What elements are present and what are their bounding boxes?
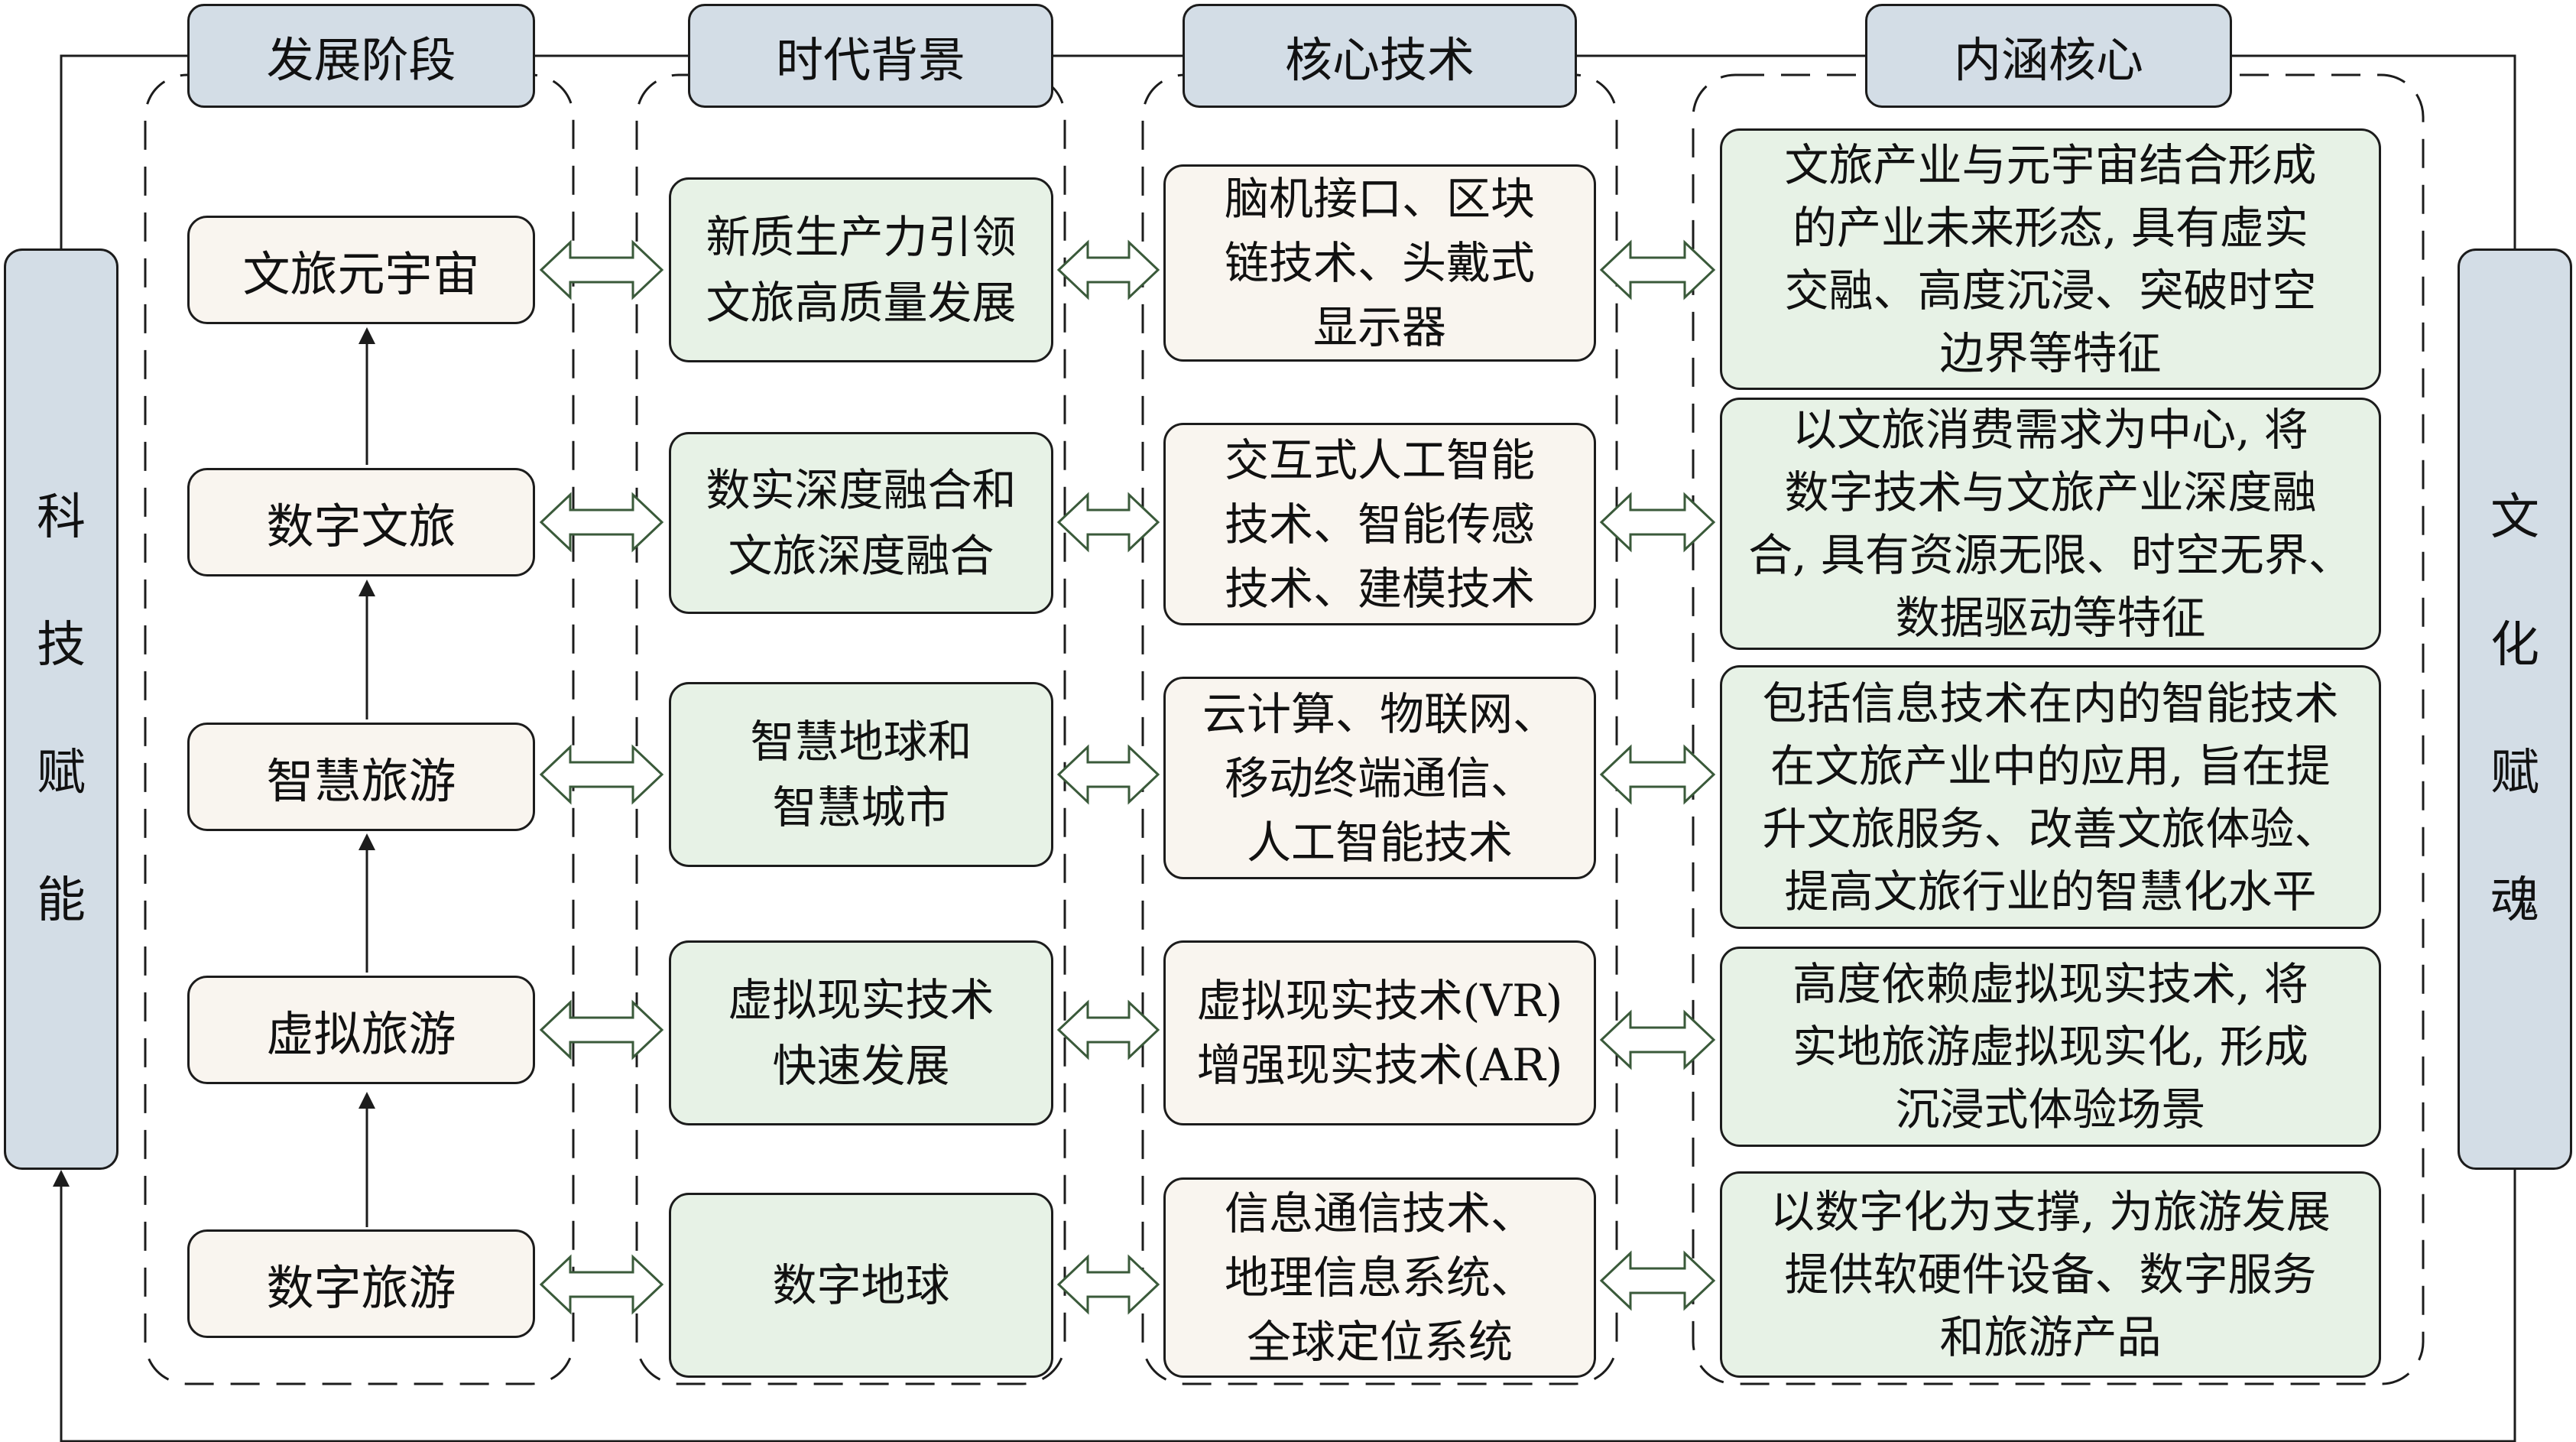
- stage-text-1: 文旅元宇宙: [242, 246, 480, 302]
- tech-text-2: 交互式人工智能 技术、智能传感 技术、建模技术: [1224, 434, 1535, 615]
- header-tech: 核心技术: [1183, 4, 1577, 108]
- core-text-1: 文旅产业与元宇宙结合形成 的产业未来形态, 具有虚实 交融、高度沉浸、突破时空 …: [1784, 139, 2317, 379]
- tech-text-3: 云计算、物联网、 移动终端通信、 人工智能技术: [1202, 687, 1557, 869]
- right-char-2: 化: [2490, 616, 2539, 674]
- stage-box-4: 虚拟旅游: [187, 976, 535, 1084]
- left-side-label: 科 技 赋 能: [4, 248, 118, 1170]
- header-stage: 发展阶段: [187, 4, 535, 108]
- stage-box-5: 数字旅游: [187, 1229, 535, 1338]
- stage-box-3: 智慧旅游: [187, 723, 535, 831]
- header-background: 时代背景: [688, 4, 1053, 108]
- double-arrow-stage-bg-1: [539, 239, 664, 300]
- tech-box-5: 信息通信技术、 地理信息系统、 全球定位系统: [1163, 1177, 1596, 1378]
- stage-text-3: 智慧旅游: [266, 753, 456, 809]
- tech-box-3: 云计算、物联网、 移动终端通信、 人工智能技术: [1163, 677, 1596, 879]
- double-arrow-bg-tech-1: [1056, 239, 1160, 300]
- header-core: 内涵核心: [1865, 4, 2232, 108]
- double-arrow-stage-bg-4: [539, 999, 664, 1060]
- core-box-3: 包括信息技术在内的智能技术 在文旅产业中的应用, 旨在提 升文旅服务、改善文旅体…: [1720, 665, 2381, 929]
- background-box-4: 虚拟现实技术 快速发展: [669, 940, 1053, 1125]
- stage-text-5: 数字旅游: [266, 1260, 456, 1316]
- left-char-4: 能: [37, 872, 86, 929]
- core-text-4: 高度依赖虚拟现实技术, 将 实地旅游虚拟现实化, 形成 沉浸式体验场景: [1792, 958, 2308, 1135]
- double-arrows: [539, 239, 1716, 1315]
- right-char-1: 文: [2490, 489, 2539, 546]
- core-text-5: 以数字化为支撑, 为旅游发展 提供软硬件设备、数字服务 和旅游产品: [1770, 1186, 2331, 1363]
- background-box-5: 数字地球: [669, 1193, 1053, 1378]
- tech-box-4: 虚拟现实技术(VR) 增强现实技术(AR): [1163, 940, 1596, 1125]
- left-char-3: 赋: [37, 744, 86, 801]
- stage-box-1: 文旅元宇宙: [187, 216, 535, 324]
- background-text-1: 新质生产力引领 文旅高质量发展: [706, 211, 1017, 329]
- tech-box-2: 交互式人工智能 技术、智能传感 技术、建模技术: [1163, 423, 1596, 625]
- header-background-text: 时代背景: [775, 32, 965, 88]
- tech-text-4: 虚拟现实技术(VR) 增强现实技术(AR): [1196, 975, 1563, 1091]
- background-text-4: 虚拟现实技术 快速发展: [728, 974, 994, 1092]
- tech-text-5: 信息通信技术、 地理信息系统、 全球定位系统: [1224, 1187, 1535, 1368]
- core-text-3: 包括信息技术在内的智能技术 在文旅产业中的应用, 旨在提 升文旅服务、改善文旅体…: [1762, 677, 2339, 917]
- left-char-1: 科: [37, 489, 86, 546]
- double-arrow-bg-tech-2: [1056, 492, 1160, 553]
- background-box-2: 数实深度融合和 文旅深度融合: [669, 432, 1053, 614]
- double-arrow-stage-bg-2: [539, 492, 664, 553]
- background-box-1: 新质生产力引领 文旅高质量发展: [669, 177, 1053, 362]
- core-text-2: 以文旅消费需求为中心, 将 数字技术与文旅产业深度融 合, 具有资源无限、时空无…: [1748, 404, 2353, 644]
- header-core-text: 内涵核心: [1953, 32, 2143, 88]
- tech-box-1: 脑机接口、区块 链技术、头戴式 显示器: [1163, 164, 1596, 362]
- core-box-4: 高度依赖虚拟现实技术, 将 实地旅游虚拟现实化, 形成 沉浸式体验场景: [1720, 947, 2381, 1147]
- double-arrow-tech-core-3: [1599, 744, 1716, 805]
- double-arrow-bg-tech-4: [1056, 999, 1160, 1060]
- stage-text-2: 数字文旅: [266, 499, 456, 554]
- background-box-3: 智慧地球和 智慧城市: [669, 682, 1053, 867]
- stage-box-2: 数字文旅: [187, 468, 535, 576]
- core-box-2: 以文旅消费需求为中心, 将 数字技术与文旅产业深度融 合, 具有资源无限、时空无…: [1720, 398, 2381, 650]
- header-tech-text: 核心技术: [1284, 32, 1475, 88]
- right-side-label: 文 化 赋 魂: [2458, 248, 2572, 1170]
- background-text-5: 数字地球: [772, 1259, 950, 1311]
- double-arrow-stage-bg-3: [539, 744, 664, 805]
- double-arrow-bg-tech-5: [1056, 1254, 1160, 1315]
- right-char-4: 魂: [2490, 872, 2539, 929]
- outer-frame: [53, 54, 2516, 1442]
- double-arrow-tech-core-5: [1599, 1250, 1716, 1311]
- background-text-2: 数实深度融合和 文旅深度融合: [706, 464, 1017, 582]
- tech-text-1: 脑机接口、区块 链技术、头戴式 显示器: [1224, 173, 1535, 353]
- left-char-2: 技: [37, 616, 86, 674]
- core-box-1: 文旅产业与元宇宙结合形成 的产业未来形态, 具有虚实 交融、高度沉浸、突破时空 …: [1720, 128, 2381, 390]
- double-arrow-tech-core-2: [1599, 492, 1716, 553]
- double-arrow-stage-bg-5: [539, 1254, 664, 1315]
- double-arrow-tech-core-4: [1599, 1009, 1716, 1070]
- header-stage-text: 发展阶段: [266, 32, 456, 88]
- background-text-3: 智慧地球和 智慧城市: [750, 716, 972, 833]
- stage-text-4: 虚拟旅游: [266, 1006, 456, 1062]
- right-char-3: 赋: [2490, 744, 2539, 801]
- double-arrow-bg-tech-3: [1056, 744, 1160, 805]
- double-arrow-tech-core-1: [1599, 239, 1716, 300]
- core-box-5: 以数字化为支撑, 为旅游发展 提供软硬件设备、数字服务 和旅游产品: [1720, 1171, 2381, 1378]
